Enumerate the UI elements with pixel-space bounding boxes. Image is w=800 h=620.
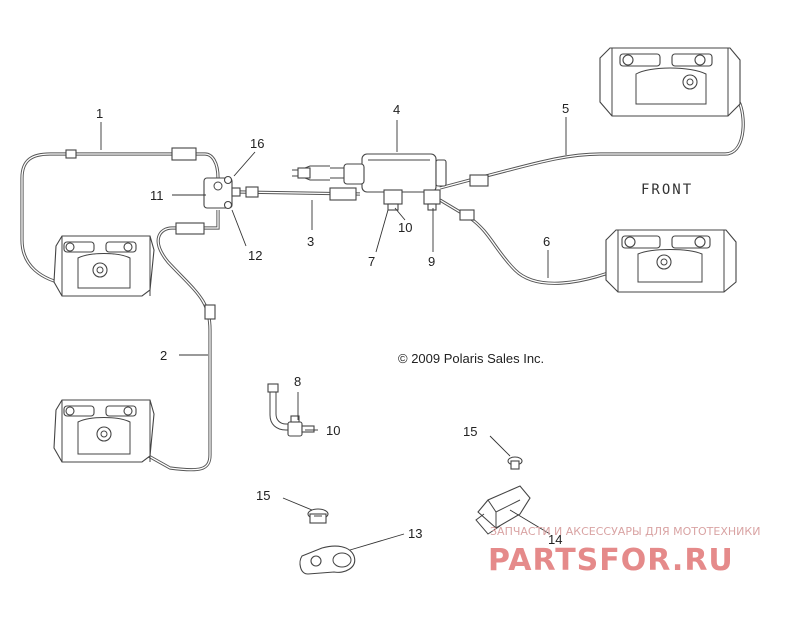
brake-light-switch [267,383,315,437]
callout-14: 14 [548,532,562,547]
callout-16: 16 [250,136,264,151]
brake-junction-block [203,175,241,210]
watermark-tagline: ЗАПЧАСТИ И АКСЕССУАРЫ ДЛЯ МОТОТЕХНИКИ [490,525,760,538]
brake-caliper-left-rear [53,399,155,463]
callout-13: 13 [408,526,422,541]
callout-3: 3 [307,234,314,249]
brake-hose-1 [20,147,220,287]
callout-15-lower: 15 [256,488,270,503]
brake-caliper-right-upper [599,47,741,117]
leader-lines [100,117,567,551]
callout-2: 2 [160,348,167,363]
bracket-14 [475,485,531,535]
brake-hose-3 [239,186,361,201]
callout-12: 12 [248,248,262,263]
bolt-15-lower [307,508,329,524]
callout-7: 7 [368,254,375,269]
brake-caliper-left-front [53,235,155,297]
brake-hose-2 [119,210,220,472]
callout-1: 1 [96,106,103,121]
callout-8: 8 [294,374,301,389]
brake-caliper-right-lower [605,229,737,293]
callout-11: 11 [150,188,164,203]
watermark-logo: PARTSFOR.RU [488,543,734,578]
callout-9: 9 [428,254,435,269]
p-clamp-13 [299,545,356,575]
front-direction-label: FRONT [641,182,693,198]
callout-15-upper: 15 [463,424,477,439]
screw-15-upper [507,456,523,470]
copyright-notice: © 2009 Polaris Sales Inc. [398,351,544,366]
callout-10-upper: 10 [398,220,412,235]
callout-10-lower: 10 [326,423,340,438]
callout-6: 6 [543,234,550,249]
callout-4: 4 [393,102,400,117]
brake-hose-6 [439,198,641,285]
master-cylinder [292,153,447,211]
callout-5: 5 [562,101,569,116]
